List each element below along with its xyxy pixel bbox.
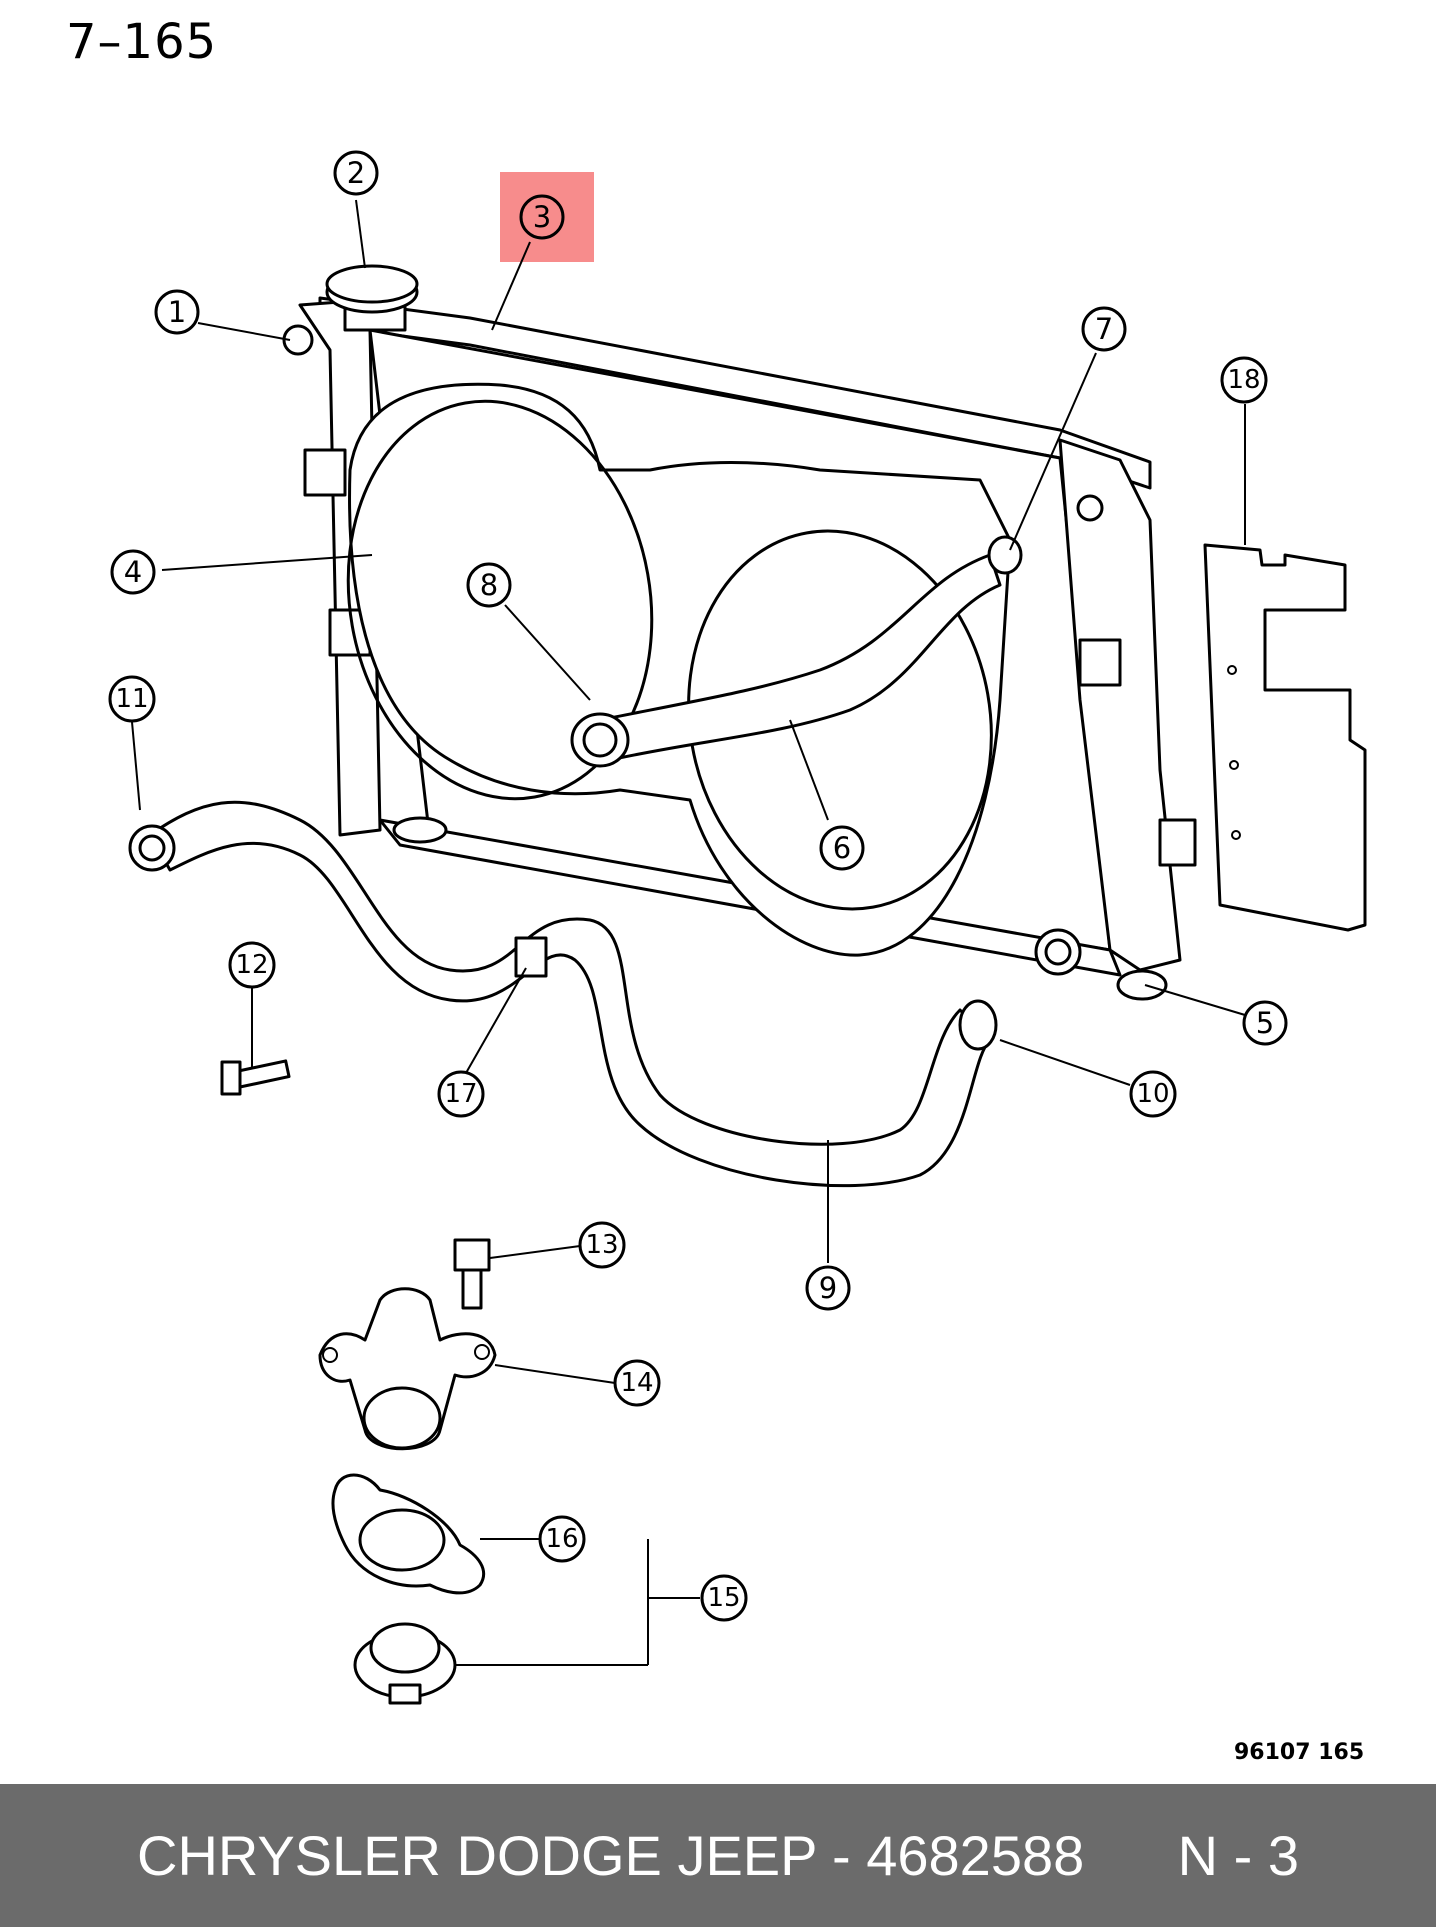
callout-2-label: 2 (347, 156, 365, 190)
callout-13: 13 (578, 1221, 626, 1269)
callout-17: 17 (437, 1070, 485, 1118)
callout-10: 10 (1129, 1070, 1177, 1118)
callout-15-label: 15 (707, 1583, 740, 1613)
callout-4: 4 (110, 549, 156, 595)
radiator-parts-diagram: 1 2 3 4 5 6 7 8 9 10 11 12 (108, 150, 1367, 1705)
callout-5: 5 (1242, 1000, 1288, 1046)
callout-8-label: 8 (480, 568, 498, 602)
callout-3-label: 3 (533, 200, 551, 234)
callout-8: 8 (466, 562, 512, 608)
callout-6: 6 (819, 825, 865, 871)
callout-2: 2 (333, 150, 379, 196)
gasket (331, 1473, 486, 1595)
callout-17-label: 17 (444, 1079, 477, 1109)
reference-code: 96107 165 (1234, 1740, 1365, 1765)
callout-3-highlight (500, 172, 594, 262)
fan-shroud (346, 382, 1012, 957)
page-code: 7–165 (66, 14, 218, 70)
callout-7-label: 7 (1095, 312, 1113, 346)
callout-12: 12 (228, 941, 276, 989)
callout-10-label: 10 (1136, 1079, 1169, 1109)
callout-11-label: 11 (115, 684, 148, 714)
leader-lines (131, 199, 1246, 1666)
footer-text: CHRYSLER DODGE JEEP - 4682588 N - 3 (137, 1824, 1299, 1887)
air-seal-shield (1203, 543, 1367, 932)
bolt-13 (453, 1238, 491, 1310)
callout-14: 14 (613, 1359, 661, 1407)
callout-3: 3 (519, 194, 565, 240)
callout-16-label: 16 (545, 1524, 578, 1554)
callout-16: 16 (538, 1515, 586, 1563)
callout-15: 15 (700, 1574, 748, 1622)
callout-18: 18 (1220, 356, 1268, 404)
callout-12-label: 12 (235, 950, 268, 980)
callout-13-label: 13 (585, 1230, 618, 1260)
thermostat-housing (318, 1287, 497, 1451)
callout-9: 9 (805, 1265, 851, 1311)
callout-7: 7 (1081, 306, 1127, 352)
callout-5-label: 5 (1256, 1006, 1274, 1040)
callout-11: 11 (108, 675, 156, 723)
callout-1-label: 1 (168, 295, 186, 329)
lower-hose (128, 800, 998, 1188)
bolt-12 (220, 1059, 291, 1096)
callout-4-label: 4 (124, 555, 142, 589)
callout-9-label: 9 (819, 1271, 837, 1305)
callout-1: 1 (154, 289, 200, 335)
callout-6-label: 6 (833, 831, 851, 865)
callout-14-label: 14 (620, 1368, 653, 1398)
thermostat (353, 1622, 457, 1705)
footer-bar: CHRYSLER DODGE JEEP - 4682588 N - 3 (0, 1784, 1436, 1927)
upper-hose (570, 535, 1023, 768)
callout-18-label: 18 (1227, 365, 1260, 395)
